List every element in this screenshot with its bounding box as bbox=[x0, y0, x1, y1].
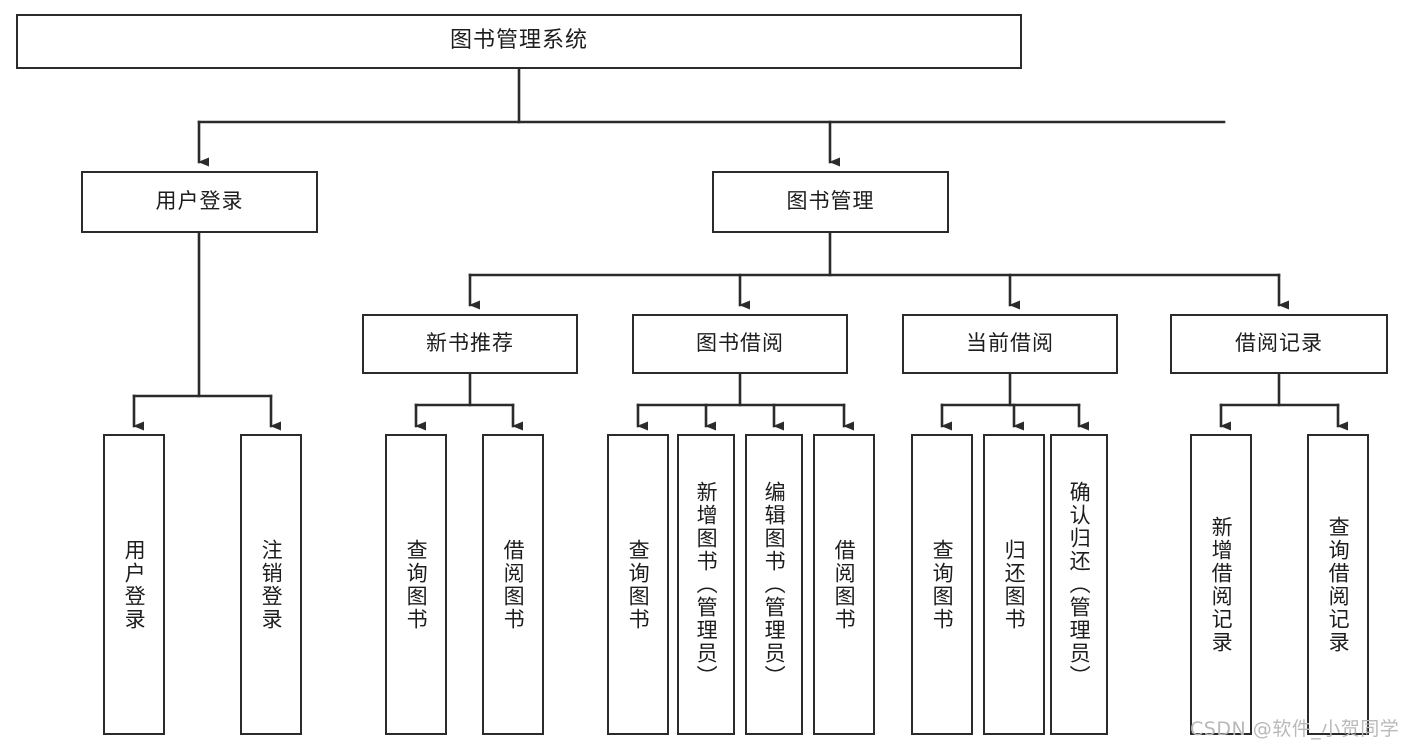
node-book-borrowing[interactable]: 图书借阅 bbox=[632, 314, 848, 374]
leaf-query-books-recommendation[interactable]: 查询图书 bbox=[385, 434, 447, 735]
leaf-label: 用户登录 bbox=[122, 538, 147, 631]
leaf-label: 归还图书 bbox=[1002, 538, 1027, 631]
node-current-borrowing[interactable]: 当前借阅 bbox=[902, 314, 1118, 374]
leaf-query-borrowing-record[interactable]: 查询借阅记录 bbox=[1307, 434, 1369, 735]
leaf-label: 编辑图书（管理员） bbox=[762, 481, 787, 688]
csdn-watermark: CSDN @软件_小贺同学 bbox=[1190, 718, 1400, 740]
leaf-confirm-return-admin[interactable]: 确认归还（管理员） bbox=[1050, 434, 1108, 735]
leaf-user-login[interactable]: 用户登录 bbox=[103, 434, 165, 735]
leaf-query-books-borrowing[interactable]: 查询图书 bbox=[607, 434, 669, 735]
leaf-label: 查询借阅记录 bbox=[1326, 515, 1351, 654]
leaf-add-borrowing-record[interactable]: 新增借阅记录 bbox=[1190, 434, 1252, 735]
leaf-borrow-books-recommendation[interactable]: 借阅图书 bbox=[482, 434, 544, 735]
leaf-label: 确认归还（管理员） bbox=[1067, 481, 1092, 688]
leaf-return-books[interactable]: 归还图书 bbox=[983, 434, 1045, 735]
leaf-label: 查询图书 bbox=[626, 538, 651, 631]
node-root-book-management-system[interactable]: 图书管理系统 bbox=[16, 14, 1022, 69]
leaf-label: 注销登录 bbox=[259, 538, 284, 631]
leaf-label: 借阅图书 bbox=[832, 538, 857, 631]
node-user-login[interactable]: 用户登录 bbox=[81, 171, 318, 233]
leaf-label: 查询图书 bbox=[930, 538, 955, 631]
leaf-add-book-admin[interactable]: 新增图书（管理员） bbox=[677, 434, 735, 735]
leaf-label: 新增借阅记录 bbox=[1209, 515, 1234, 654]
leaf-edit-book-admin[interactable]: 编辑图书（管理员） bbox=[745, 434, 803, 735]
leaf-label: 查询图书 bbox=[404, 538, 429, 631]
node-book-management[interactable]: 图书管理 bbox=[712, 171, 949, 233]
leaf-label: 借阅图书 bbox=[501, 538, 526, 631]
leaf-query-books-current[interactable]: 查询图书 bbox=[911, 434, 973, 735]
leaf-label: 新增图书（管理员） bbox=[694, 481, 719, 688]
node-borrowing-records[interactable]: 借阅记录 bbox=[1170, 314, 1388, 374]
leaf-borrow-books-borrowing[interactable]: 借阅图书 bbox=[813, 434, 875, 735]
node-new-book-recommendation[interactable]: 新书推荐 bbox=[362, 314, 578, 374]
leaf-logout[interactable]: 注销登录 bbox=[240, 434, 302, 735]
